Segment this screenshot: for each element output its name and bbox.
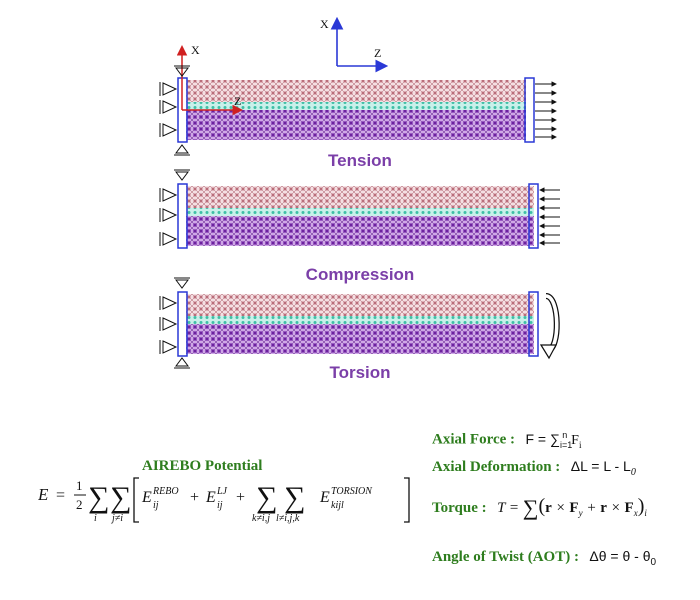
- torsion-bottom-layer: [186, 324, 534, 354]
- aot-expression: Δθ = θ - θ0: [589, 548, 657, 568]
- axial-deformation-row: Axial Deformation : ΔL = L - L0: [432, 458, 636, 478]
- aot-label: Angle of Twist (AOT) :: [432, 549, 579, 565]
- svg-text:+: +: [236, 489, 245, 506]
- axial-force-label: Axial Force :: [432, 431, 516, 448]
- svg-text:E: E: [205, 489, 216, 506]
- tension-mid-layer: [186, 102, 526, 110]
- torsion-moment-arrow: [539, 293, 560, 360]
- tension-label: Tension: [328, 151, 392, 170]
- compression-label: Compression: [306, 265, 415, 284]
- airebo-equation: E = 1 2 ∑ i ∑ j≠i E REBO ij + E LJ ij + …: [38, 477, 410, 524]
- svg-text:1: 1: [76, 478, 83, 493]
- compression-force-arrows: [539, 187, 560, 246]
- tension-bottom-layer: [186, 110, 526, 140]
- aot-row: Angle of Twist (AOT) : Δθ = θ - θ0: [432, 548, 656, 568]
- svg-text:2: 2: [76, 497, 83, 512]
- svg-text:ij: ij: [217, 500, 223, 511]
- tension-panel: X Z Tension: [159, 43, 557, 170]
- axial-deformation-label: Axial Deformation :: [432, 459, 561, 475]
- svg-text:E: E: [38, 485, 49, 504]
- svg-text:k≠i,j: k≠i,j: [252, 513, 270, 524]
- compression-panel: Compression: [159, 169, 560, 284]
- svg-text:i: i: [94, 513, 97, 524]
- compression-top-layer: [186, 186, 534, 208]
- svg-text:∑: ∑: [88, 481, 109, 514]
- torsion-mid-layer: [186, 316, 534, 324]
- tension-right-load-box: [524, 77, 535, 143]
- tension-force-arrows: [535, 81, 557, 140]
- torsion-left-fixed-box: [177, 291, 188, 357]
- svg-text:TORSION: TORSION: [331, 486, 373, 497]
- axial-force-expression: F = ∑i=1n Fi: [525, 430, 582, 450]
- torsion-roller-supports: [159, 277, 190, 369]
- torsion-top-layer: [186, 294, 534, 316]
- global-x-axis-label: X: [320, 17, 329, 31]
- axial-deformation-expression: ΔL = L - L0: [570, 458, 636, 478]
- tension-local-x-label: X: [191, 43, 200, 57]
- tension-roller-supports: [159, 65, 190, 156]
- global-axes: X Z: [320, 16, 389, 73]
- svg-text:E: E: [141, 489, 152, 506]
- compression-left-fixed-box: [177, 183, 188, 249]
- axial-force-row: Axial Force : F = ∑i=1n Fi: [432, 430, 581, 449]
- svg-text:LJ: LJ: [216, 486, 228, 497]
- svg-text:ij: ij: [153, 500, 159, 511]
- torque-row: Torque : T = ∑(r × Fy + r × Fx)i: [432, 495, 647, 521]
- compression-bottom-layer: [186, 216, 534, 246]
- tension-local-z-label: Z: [234, 94, 241, 108]
- compression-roller-supports: [159, 169, 190, 246]
- svg-text:=: =: [56, 487, 65, 504]
- svg-text:∑: ∑: [110, 481, 131, 514]
- torsion-panel: Torsion: [159, 277, 560, 382]
- torsion-right-load-box: [528, 291, 539, 357]
- compression-mid-layer: [186, 208, 534, 216]
- svg-text:kijl: kijl: [331, 500, 344, 511]
- airebo-title: AIREBO Potential: [142, 458, 263, 474]
- svg-text:E: E: [319, 489, 330, 506]
- svg-text:∑: ∑: [256, 481, 277, 514]
- svg-text:j≠i: j≠i: [110, 513, 123, 524]
- torque-expression: T = ∑(r × Fy + r × Fx)i: [497, 495, 647, 520]
- torsion-label: Torsion: [329, 363, 390, 382]
- global-z-axis-label: Z: [374, 46, 381, 60]
- svg-text:+: +: [190, 489, 199, 506]
- svg-text:REBO: REBO: [152, 486, 179, 497]
- tension-top-layer: [186, 80, 526, 102]
- svg-text:l≠i,j,k: l≠i,j,k: [276, 513, 300, 524]
- compression-right-load-box: [528, 183, 539, 249]
- svg-text:∑: ∑: [284, 481, 305, 514]
- torque-label: Torque :: [432, 500, 487, 516]
